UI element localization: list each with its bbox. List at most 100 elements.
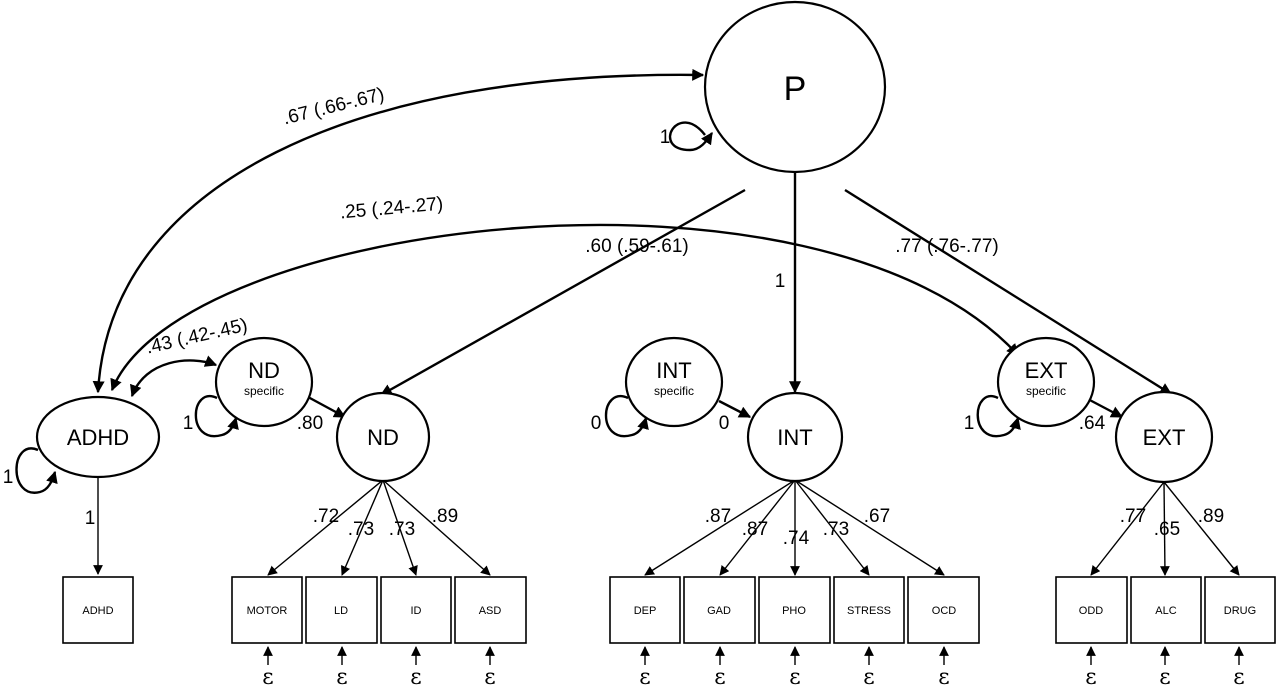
- observed-drug: DRUG: [1204, 576, 1276, 644]
- path-nd-asd: [382, 479, 491, 576]
- label-loading-dep: .87: [705, 506, 731, 527]
- variance-loop-ext-specific: [976, 395, 1021, 438]
- observed-ld: LD: [305, 576, 378, 644]
- svg-text:STRESS: STRESS: [847, 605, 891, 617]
- latent-int-specific: INT specific: [624, 336, 724, 428]
- latent-int: INT: [746, 391, 844, 483]
- variance-loop-int-specific: [604, 394, 649, 438]
- svg-text:P: P: [784, 70, 807, 108]
- path-int-specific-int: [718, 399, 752, 419]
- path-p-adhd: [92, 68, 705, 394]
- error-stress: ε: [863, 665, 874, 687]
- path-ext-alc: [1160, 481, 1170, 576]
- svg-text:ODD: ODD: [1079, 605, 1104, 617]
- svg-text:specific: specific: [244, 384, 284, 398]
- svg-text:ND: ND: [248, 358, 280, 383]
- path-adhd-nd-specific: [130, 355, 218, 398]
- path-ext-drug: [1163, 481, 1240, 576]
- label-loading-motor: .72: [313, 506, 339, 527]
- svg-text:EXT: EXT: [1025, 358, 1068, 383]
- label-loading-drug: .89: [1198, 506, 1224, 527]
- error-ld: ε: [336, 665, 347, 687]
- variance-loop-adhd: [15, 447, 58, 494]
- path-int-ocd: [794, 479, 945, 576]
- variance-loop-p: [668, 121, 713, 152]
- label-loading-odd: .77: [1120, 506, 1146, 527]
- observed-odd: ODD: [1055, 576, 1128, 644]
- observed-motor: MOTOR: [231, 576, 303, 644]
- path-p-nd: [379, 188, 746, 397]
- observed-stress: STRESS: [833, 576, 905, 644]
- path-nd-id: [382, 479, 418, 576]
- label-loading-stress: .73: [823, 519, 849, 540]
- error-drug: ε: [1233, 665, 1244, 687]
- error-asd: ε: [484, 665, 495, 687]
- svg-text:specific: specific: [1026, 384, 1066, 398]
- svg-text:INT: INT: [656, 358, 691, 383]
- variance-loop-nd-specific: [194, 394, 239, 438]
- label-loading-gad: .87: [742, 519, 768, 540]
- latent-ext: EXT: [1114, 390, 1214, 484]
- svg-text:OCD: OCD: [932, 605, 957, 617]
- label-int-specific-int: 0: [719, 413, 730, 434]
- label-loading-asd: .89: [432, 506, 458, 527]
- svg-text:ADHD: ADHD: [67, 425, 129, 450]
- svg-text:ALC: ALC: [1155, 605, 1176, 617]
- svg-text:INT: INT: [777, 425, 812, 450]
- label-p-nd: .60 (.59-.61): [585, 236, 689, 257]
- error-pho: ε: [789, 665, 800, 687]
- svg-text:ASD: ASD: [479, 605, 502, 617]
- latent-adhd: ADHD: [35, 395, 161, 479]
- label-loading-alc: .65: [1154, 519, 1180, 540]
- latent-nd: ND: [335, 391, 431, 483]
- label-p-ext: .77 (.76-.77): [895, 236, 999, 257]
- label-variance-p: 1: [660, 127, 671, 148]
- error-odd: ε: [1085, 665, 1096, 687]
- path-p-ext: [844, 188, 1173, 396]
- observed-adhd: ADHD: [62, 576, 134, 644]
- svg-text:ADHD: ADHD: [82, 605, 113, 617]
- error-gad: ε: [714, 665, 725, 687]
- label-variance-ext-specific: 1: [964, 413, 975, 434]
- observed-gad: GAD: [683, 576, 756, 644]
- svg-text:EXT: EXT: [1143, 425, 1186, 450]
- label-adhd-obs: 1: [85, 508, 96, 529]
- path-int-gad: [719, 479, 796, 576]
- path-nd-motor: [267, 479, 384, 576]
- path-nd-specific-nd: [307, 395, 347, 419]
- label-nd-specific-nd: .80: [297, 413, 323, 434]
- svg-text:MOTOR: MOTOR: [247, 605, 288, 617]
- error-ocd: ε: [938, 665, 949, 687]
- latent-p: P: [703, 0, 887, 174]
- label-ext-specific-ext: .64: [1079, 413, 1106, 434]
- label-variance-int-specific: 0: [591, 413, 602, 434]
- observed-pho: PHO: [758, 576, 831, 644]
- svg-text:DRUG: DRUG: [1224, 605, 1256, 617]
- svg-text:specific: specific: [654, 384, 694, 398]
- error-motor: ε: [262, 665, 273, 687]
- label-variance-adhd: 1: [3, 467, 14, 488]
- observed-alc: ALC: [1130, 576, 1202, 644]
- svg-text:ND: ND: [367, 425, 399, 450]
- label-p-adhd: .67 (.66-.67): [281, 84, 387, 129]
- latent-ext-specific: EXT specific: [996, 336, 1096, 428]
- svg-text:DEP: DEP: [634, 605, 657, 617]
- label-loading-pho: .74: [783, 528, 810, 549]
- error-arrows: [263, 646, 1244, 665]
- path-int-stress: [794, 479, 870, 576]
- path-int-dep: [644, 479, 796, 576]
- path-ext-odd: [1090, 481, 1165, 576]
- svg-text:PHO: PHO: [782, 605, 806, 617]
- observed-ocd: OCD: [907, 576, 980, 644]
- observed-id: ID: [380, 576, 452, 644]
- error-alc: ε: [1159, 665, 1170, 687]
- label-adhd-ext-specific: .25 (.24-.27): [339, 194, 444, 224]
- svg-text:ID: ID: [411, 605, 422, 617]
- path-adhd-ext-specific: [110, 223, 1019, 392]
- latent-nd-specific: ND specific: [214, 336, 314, 428]
- label-loading-ld: .73: [348, 519, 374, 540]
- label-loading-id: .73: [389, 519, 415, 540]
- label-p-int: 1: [775, 271, 786, 292]
- label-variance-nd-specific: 1: [183, 413, 194, 434]
